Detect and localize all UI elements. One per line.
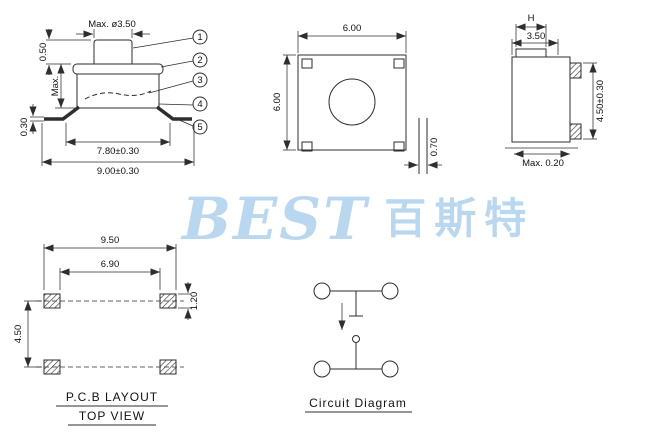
- top-corner-pad: [393, 141, 405, 152]
- front-cover-plate: [72, 63, 164, 75]
- dim-extension-lines: [178, 293, 191, 309]
- side-button: [515, 48, 547, 58]
- side-view: H 3.50 4.50±0.30 Max. 0.20: [505, 13, 606, 169]
- dim-lead-thickness: 0.30: [19, 118, 30, 137]
- front-lead-right: [155, 105, 192, 121]
- callout-leader: [176, 118, 194, 127]
- side-lead-pad-bottom: [569, 123, 582, 140]
- top-lead-profile: [418, 118, 428, 174]
- terminal-circle: [381, 360, 399, 378]
- dim-extension-lines: [65, 123, 171, 146]
- callout-4: 4: [197, 99, 202, 110]
- circuit-diagram-view: Circuit Diagram: [305, 282, 412, 413]
- front-view: Max. ø3.50 0.50 Max. 7.80±0.30 9.00±0.30…: [19, 19, 208, 177]
- callout-1: 1: [197, 32, 202, 43]
- dim-extension-lines: [30, 116, 44, 122]
- dim-pad-outer-span: 9.50: [101, 235, 120, 246]
- dim-extension-lines: [41, 123, 195, 166]
- dim-inner-span: 7.80±0.30: [97, 146, 139, 157]
- dim-total-height: H: [528, 13, 535, 24]
- top-view-label: TOP VIEW: [79, 409, 145, 423]
- dim-pad-height: 1.20: [189, 292, 200, 311]
- pcb-pad: [43, 359, 61, 375]
- top-button-circle: [328, 78, 376, 126]
- callout-leader: [148, 80, 194, 94]
- callout-3: 3: [197, 75, 202, 86]
- front-lead-left: [44, 105, 81, 121]
- pcb-pad: [159, 359, 177, 375]
- front-button: [93, 39, 133, 64]
- dim-button-width: 3.50: [527, 31, 546, 42]
- top-corner-pad: [301, 58, 313, 69]
- front-dome-contact: [84, 90, 152, 100]
- callout-5: 5: [197, 122, 202, 133]
- dim-row-span: 4.50: [13, 325, 24, 344]
- front-body: [76, 73, 160, 109]
- callout-circle: [192, 96, 208, 112]
- terminal-circle: [313, 282, 331, 300]
- dim-extension-lines: [46, 39, 91, 65]
- dim-side-height: 4.50±0.30: [595, 80, 606, 122]
- callout-circle: [192, 52, 208, 68]
- callout-leader: [158, 103, 194, 106]
- dim-lead-width: 0.70: [429, 138, 440, 157]
- dim-extension-lines: [59, 268, 161, 290]
- top-view: 6.00 6.00 0.70: [272, 23, 442, 174]
- contact-point: [352, 335, 360, 343]
- callout-leader: [132, 37, 194, 49]
- dim-travel: 0.50: [38, 43, 49, 62]
- circuit-diagram-label: Circuit Diagram: [309, 396, 407, 410]
- callout-circle: [192, 29, 208, 45]
- dim-standoff: Max. 0.20: [522, 158, 564, 169]
- dim-extension-lines: [24, 300, 42, 368]
- top-corner-pad: [393, 58, 405, 69]
- callout-circle: [192, 72, 208, 88]
- dim-pad-inner-span: 6.90: [101, 259, 120, 270]
- side-body: [511, 56, 571, 143]
- dim-button-diameter: Max. ø3.50: [88, 19, 136, 30]
- top-body-outline: [297, 54, 407, 151]
- dim-extension-lines: [283, 54, 296, 151]
- terminal-circle: [313, 360, 331, 378]
- dim-extension-lines: [43, 244, 177, 290]
- callout-circle: [192, 119, 208, 135]
- pcb-layout-label: P.C.B LAYOUT: [66, 390, 158, 404]
- dim-body-depth: 6.00: [272, 93, 283, 112]
- dim-extension-lines: [297, 31, 407, 53]
- pcb-pad: [159, 293, 177, 309]
- dim-max-height: Max.: [50, 76, 61, 97]
- pcb-pad: [43, 293, 61, 309]
- pcb-layout-view: 9.50 6.90 1.20 4.50 P.C.B LAYOUT TOP VIE…: [13, 235, 200, 426]
- callout-2: 2: [197, 55, 202, 66]
- terminal-circle: [381, 282, 399, 300]
- side-lead-pad-top: [569, 62, 582, 79]
- dim-extension-lines: [93, 29, 133, 38]
- top-corner-pad: [301, 141, 313, 152]
- callout-leader: [160, 60, 194, 68]
- dim-body-width: 6.00: [343, 23, 362, 34]
- dim-outer-span: 9.00±0.30: [97, 166, 139, 177]
